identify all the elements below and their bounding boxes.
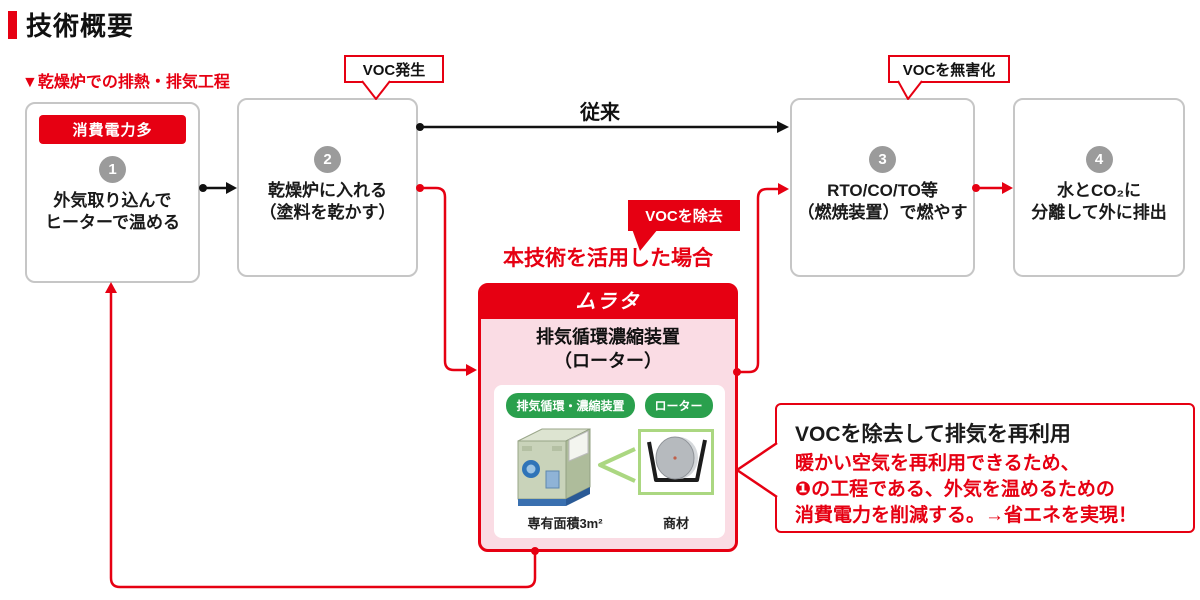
page-title-text: 技術概要 — [26, 11, 135, 41]
device-badge-row: 排気循環・濃縮装置 ローター — [494, 393, 725, 418]
step-box-4: 4 水とCO₂に 分離して外に排出 — [1013, 98, 1185, 277]
step-4-line-1: 水とCO₂に — [1056, 181, 1142, 200]
step-2-line-2: （塗料を乾かす） — [259, 203, 396, 223]
device-name: 排気循環濃縮装置 （ローター） — [481, 325, 735, 374]
device-badge: 排気循環・濃縮装置 — [506, 393, 635, 418]
step-2-text: 乾燥炉に入れる （塗料を乾かす） — [260, 180, 396, 224]
note-box: VOCを除去して排気を再利用 暖かい空気を再利用できるため、 ❶の工程である、外… — [775, 403, 1195, 533]
step-3-content: 3 RTO/CO/TO等 （燃焼装置）で燃やす — [798, 146, 968, 224]
conventional-route-label: 従来 — [580, 102, 620, 124]
note-line-3: 消費電力を削減する。→省エネを実現！ — [795, 505, 1138, 527]
title-accent-bar — [8, 10, 17, 39]
step-3-text: RTO/CO/TO等 （燃焼装置）で燃やす — [798, 180, 968, 224]
step-number-4: 4 — [1085, 146, 1113, 173]
step-number-1: 1 — [98, 156, 126, 183]
step-2-line-1: 乾燥炉に入れる — [268, 181, 387, 200]
rotor-caption: 商材 — [662, 516, 689, 531]
technology-case-label: 本技術を活用した場合 — [503, 247, 713, 270]
note-line-1: 暖かい空気を再利用できるため、 — [795, 453, 1080, 474]
arrow-step3-step4 — [972, 182, 1013, 194]
step-1-content: 1 外気取り込んで ヒーターで温める — [45, 156, 180, 234]
voc-neutralize-callout: VOCを無害化 — [888, 55, 1010, 83]
power-consumption-badge: 消費電力多 — [39, 115, 186, 144]
arrow-step1-step2 — [199, 182, 237, 194]
voc-neutralize-callout-tail — [897, 80, 923, 100]
rotor-frame — [638, 429, 714, 495]
device-photo — [517, 428, 591, 506]
step-1-line-2: ヒーターで温める — [45, 213, 180, 233]
step-1-line-1: 外気取り込んで — [53, 191, 172, 210]
step-box-2: 2 乾燥炉に入れる （塗料を乾かす） — [237, 98, 418, 277]
step-number-3: 3 — [869, 146, 896, 173]
device-panel: 排気循環・濃縮装置 ローター — [494, 385, 725, 538]
step-box-1: 消費電力多 1 外気取り込んで ヒーターで温める — [25, 102, 200, 283]
murata-brand-header: ムラタ — [481, 286, 735, 319]
step-3-line-2: （燃焼装置）で燃やす — [797, 203, 968, 223]
murata-box: ムラタ 排気循環濃縮装置 （ローター） 排気循環・濃縮装置 ローター — [478, 283, 738, 552]
section-label: ▼乾燥炉での排熱・排気工程 — [22, 74, 230, 91]
step-4-text: 水とCO₂に 分離して外に排出 — [1031, 180, 1167, 224]
rotor-photo — [647, 436, 707, 482]
step-3-line-1: RTO/CO/TO等 — [827, 181, 938, 200]
device-name-line-1: 排気循環濃縮装置 — [536, 327, 680, 347]
arrow-murata-step3 — [733, 183, 789, 376]
note-title: VOCを除去して排気を再利用 — [795, 423, 1071, 446]
device-caption: 専有面積3m² — [527, 516, 603, 531]
arrow-step2-murata — [416, 184, 477, 376]
step-2-content: 2 乾燥炉に入れる （塗料を乾かす） — [260, 146, 396, 224]
page-title: 技術概要 — [8, 6, 134, 43]
step-4-line-2: 分離して外に排出 — [1031, 203, 1167, 223]
step-box-3: 3 RTO/CO/TO等 （燃焼装置）で燃やす — [790, 98, 975, 277]
voc-generated-callout: VOC発生 — [344, 55, 444, 83]
voc-generated-callout-tail — [361, 80, 391, 100]
voc-remove-callout: VOCを除去 — [628, 200, 740, 231]
arrow-return-loop — [105, 282, 539, 589]
note-box-tail — [735, 441, 778, 499]
note-line-2: ❶の工程である、外気を温めるための — [795, 479, 1115, 501]
step-1-text: 外気取り込んで ヒーターで温める — [45, 190, 180, 234]
step-number-2: 2 — [314, 146, 341, 173]
rotor-badge: ローター — [644, 393, 713, 418]
step-4-content: 4 水とCO₂に 分離して外に排出 — [1031, 146, 1167, 224]
device-name-line-2: （ローター） — [554, 351, 662, 372]
